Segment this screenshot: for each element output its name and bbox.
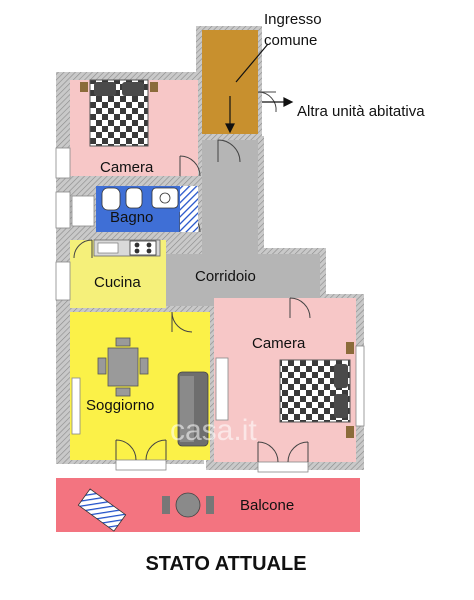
bed-top-icon	[80, 79, 158, 147]
corridor-fill-wide	[166, 254, 320, 306]
entrance-label-line1: Ingresso	[264, 11, 322, 28]
sunbed-icon	[77, 488, 127, 532]
kitchen-label: Cucina	[94, 274, 141, 291]
tv-unit-icon	[71, 377, 81, 435]
plan-title: STATO ATTUALE	[145, 553, 306, 575]
sofa-icon	[177, 371, 209, 447]
windows	[55, 147, 365, 473]
bed-right-icon	[279, 342, 354, 438]
other-unit-label: Altra unità abitativa	[297, 103, 425, 120]
corridor-label: Corridoio	[195, 268, 256, 285]
living-room-label: Soggiorno	[86, 397, 154, 414]
dining-table-icon	[97, 337, 149, 397]
kitchen-counter-icon	[93, 239, 161, 257]
entrance-arrow-icon	[225, 43, 294, 134]
entrance-label-line2: comune	[264, 32, 317, 49]
balcony-table-icon	[162, 492, 214, 518]
bedroom-right-label: Camera	[252, 335, 306, 352]
bedroom-top-label: Camera	[100, 159, 154, 176]
watermark: casa.it	[170, 414, 257, 447]
balcony-label: Balcone	[240, 497, 294, 514]
wardrobe-icon	[215, 357, 229, 421]
bathroom-label: Bagno	[110, 209, 153, 226]
corridor-fill	[202, 140, 258, 254]
bathroom-fixtures-icon	[71, 186, 198, 232]
